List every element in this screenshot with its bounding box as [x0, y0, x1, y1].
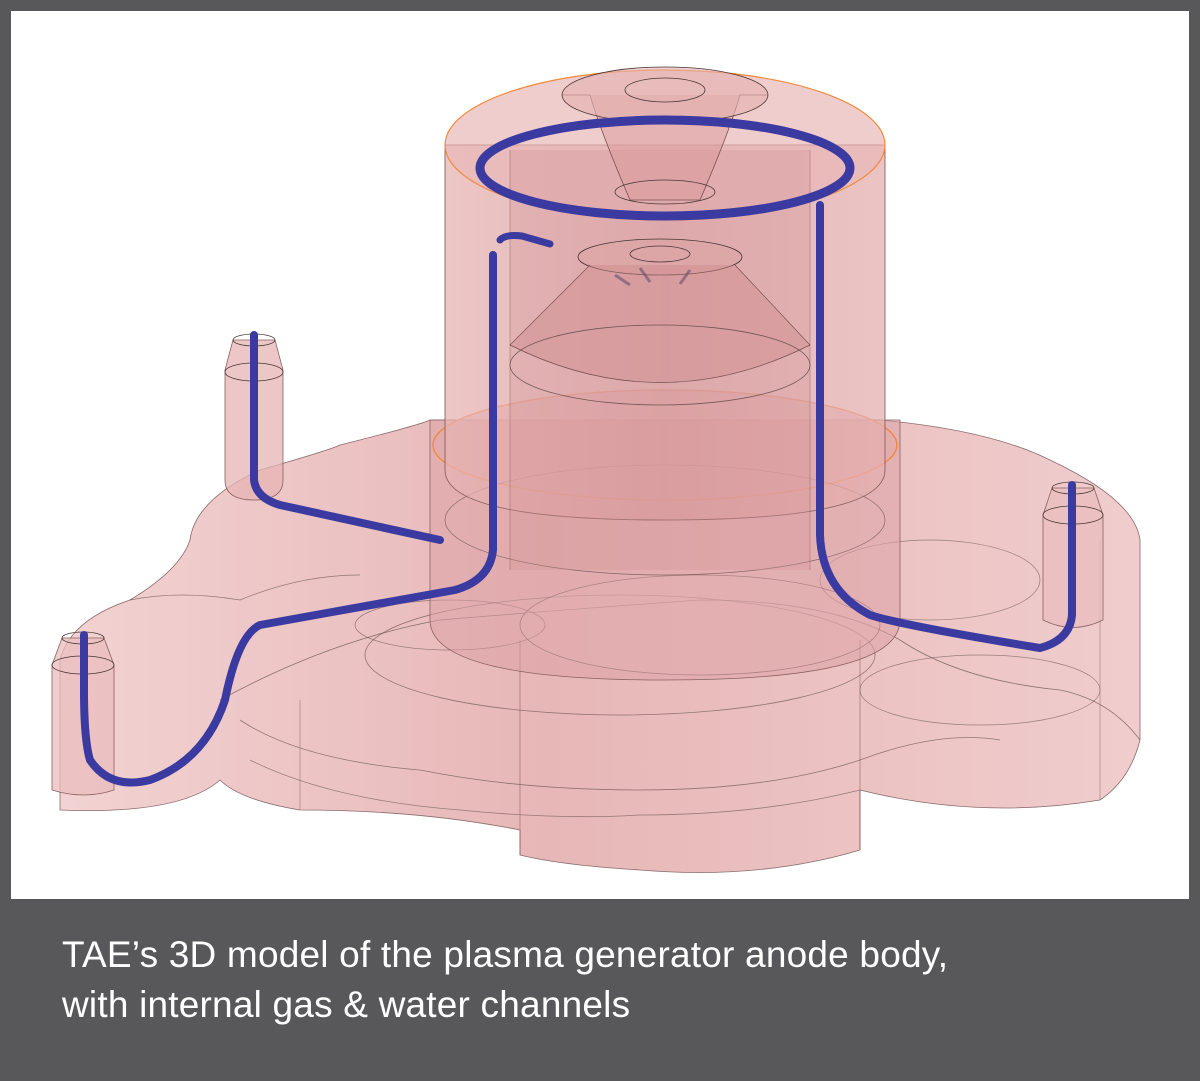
caption-line-2: with internal gas & water channels [62, 984, 631, 1025]
model-render [11, 11, 1189, 899]
caption-line-1: TAE’s 3D model of the plasma generator a… [62, 934, 949, 975]
water-channels [80, 115, 1076, 787]
figure-caption: TAE’s 3D model of the plasma generator a… [62, 930, 1162, 1030]
anode-body-model [51, 66, 1141, 873]
upper-cylinder [444, 66, 886, 570]
